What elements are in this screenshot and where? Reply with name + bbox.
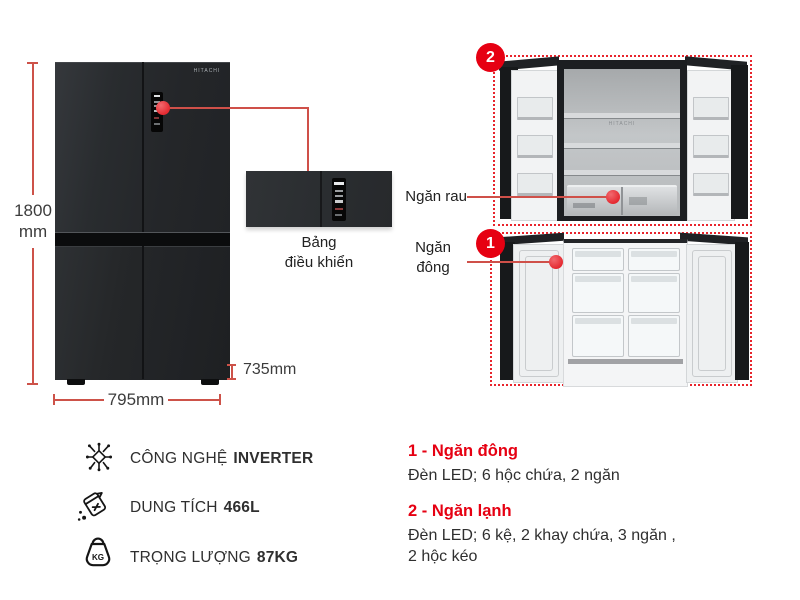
depth-dim-label: 735mm bbox=[243, 361, 297, 378]
weight-kg-icon: KG bbox=[80, 533, 116, 578]
width-dim-label: 795mm bbox=[107, 390, 165, 409]
height-dim-line-lower bbox=[32, 248, 34, 384]
fridge-middle-band bbox=[55, 232, 230, 247]
weight-icon-text: KG bbox=[92, 553, 104, 562]
fridge-cabinet-frame: HITACHI bbox=[557, 60, 687, 221]
freezer-right-door-shell bbox=[735, 242, 749, 380]
fridge-door-split-bottom bbox=[142, 246, 144, 379]
interior-brand-logo: HITACHI bbox=[608, 121, 636, 127]
freezer-drawer bbox=[628, 248, 680, 271]
spec-weight-value: 87KG bbox=[256, 549, 299, 566]
fridge-shelf-2 bbox=[564, 143, 680, 149]
spec-technology: CÔNG NGHỆ INVERTER bbox=[130, 450, 313, 468]
fridge-foot-right bbox=[201, 379, 219, 385]
freezer-drawer bbox=[572, 273, 624, 313]
vegetable-callout-dot bbox=[606, 190, 620, 204]
feature-fridge-desc: Đèn LED; 6 kệ, 2 khay chứa, 3 ngăn , 2 h… bbox=[408, 526, 676, 565]
feature-fridge-title: 2 - Ngăn lạnh bbox=[408, 501, 512, 520]
freezer-drawer bbox=[628, 315, 680, 357]
panel-callout-dot bbox=[156, 101, 170, 115]
freezer-drawer bbox=[572, 248, 624, 271]
width-dim-cap-left bbox=[53, 394, 55, 405]
vegetable-drawer-label: Ngăn rau bbox=[405, 188, 467, 205]
freezer-left-door-shell bbox=[500, 242, 515, 380]
width-dim-cap-right bbox=[219, 394, 221, 405]
freezer-compartment-outline bbox=[490, 232, 752, 387]
inverter-circuit-icon bbox=[83, 441, 115, 478]
spec-technology-label: CÔNG NGHỆ bbox=[130, 450, 228, 467]
callout-badge-1: 1 bbox=[476, 229, 505, 258]
control-panel-caption: Bảng điều khiển bbox=[284, 234, 354, 271]
height-dim-line-upper bbox=[32, 62, 34, 195]
freezer-label: Ngăn đông bbox=[415, 239, 451, 276]
spec-technology-value: INVERTER bbox=[233, 450, 314, 467]
width-dim-line-right bbox=[168, 399, 219, 401]
freezer-callout-line bbox=[467, 261, 555, 263]
spec-capacity-value: 466L bbox=[223, 499, 260, 516]
fridge-right-door-shell bbox=[731, 65, 748, 219]
control-panel-display bbox=[332, 178, 346, 221]
feature-freezer-desc: Đèn LED; 6 hộc chứa, 2 ngăn bbox=[408, 467, 620, 484]
freezer-drawer bbox=[628, 273, 680, 313]
depth-dim-cap-bottom bbox=[227, 378, 236, 380]
height-dim-cap-bottom bbox=[27, 383, 38, 385]
height-dim-label: 1800 mm bbox=[14, 201, 52, 242]
spec-weight-label: TRỌNG LƯỢNG bbox=[130, 549, 251, 566]
freezer-drawer bbox=[572, 315, 624, 357]
freezer-callout-dot bbox=[549, 255, 563, 269]
capacity-jug-icon bbox=[74, 488, 114, 529]
freezer-cabinet bbox=[563, 239, 688, 387]
brand-logo: HITACHI bbox=[193, 68, 221, 74]
freezer-shadow bbox=[568, 359, 683, 364]
fridge-foot-left bbox=[67, 379, 85, 385]
freezer-right-door-interior bbox=[686, 244, 738, 383]
fridge-cabinet-interior: HITACHI bbox=[564, 69, 680, 216]
vegetable-callout-line bbox=[467, 196, 613, 198]
spec-capacity: DUNG TÍCH 466L bbox=[130, 499, 260, 517]
depth-dim-line bbox=[231, 364, 233, 379]
callout-badge-2: 2 bbox=[476, 43, 505, 72]
fridge-left-door-interior bbox=[511, 70, 559, 221]
fridge-right-door-interior bbox=[687, 70, 735, 221]
fridge-shelf-1 bbox=[564, 113, 680, 119]
spec-weight: TRỌNG LƯỢNG 87KG bbox=[130, 549, 298, 567]
control-panel-detail bbox=[246, 171, 392, 227]
panel-callout-line-v bbox=[307, 107, 309, 171]
feature-freezer-title: 1 - Ngăn đông bbox=[408, 442, 518, 460]
panel-callout-line-h bbox=[163, 107, 309, 109]
spec-capacity-label: DUNG TÍCH bbox=[130, 499, 218, 516]
vegetable-drawer bbox=[567, 185, 677, 215]
width-dim-line-left bbox=[55, 399, 104, 401]
fridge-shelf-3 bbox=[564, 170, 680, 176]
fridge-door-split-top bbox=[142, 62, 144, 232]
refrigerator-front-view: HITACHI bbox=[55, 62, 230, 385]
fridge-compartment-outline: HITACHI bbox=[493, 55, 752, 226]
feature-list: 1 - Ngăn đông Đèn LED; 6 hộc chứa, 2 ngă… bbox=[408, 442, 720, 582]
